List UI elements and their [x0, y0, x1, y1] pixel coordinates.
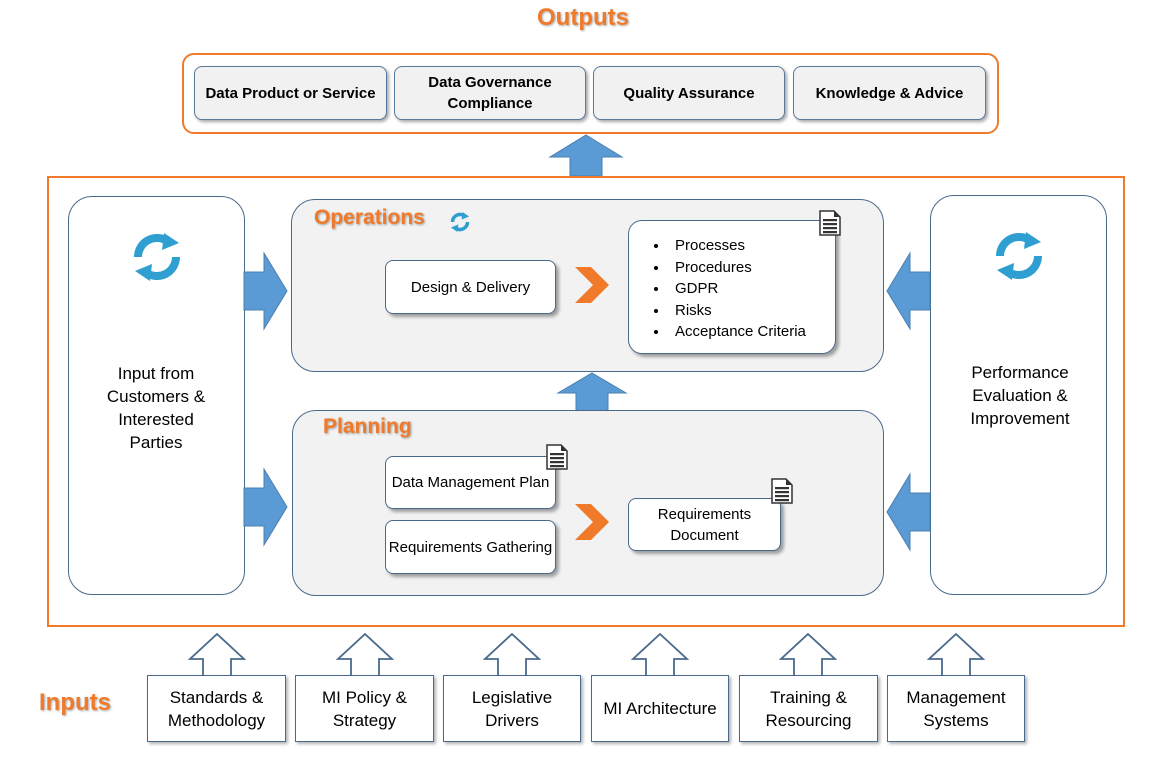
input-management-systems: Management Systems	[887, 675, 1025, 742]
document-icon	[771, 478, 793, 504]
outlined-arrow-up-icon	[926, 632, 986, 680]
input-standards-and-methodology: Standards & Methodology	[147, 675, 286, 742]
operations-title: Operations	[314, 206, 425, 229]
list-item: Risks	[669, 300, 827, 322]
output-knowledge-and-advice: Knowledge & Advice	[793, 66, 986, 120]
outlined-arrow-up-icon	[335, 632, 395, 680]
design-and-delivery-box: Design & Delivery	[385, 260, 556, 314]
planning-title: Planning	[323, 415, 412, 438]
arrow-up-icon	[548, 134, 624, 177]
cycle-icon	[134, 233, 180, 281]
cycle-icon	[450, 212, 470, 232]
arrow-up-icon	[556, 372, 628, 413]
outlined-arrow-up-icon	[630, 632, 690, 680]
document-icon	[819, 210, 841, 236]
requirements-document-box: Requirements Document	[628, 498, 781, 551]
outputs-title: Outputs	[537, 4, 629, 31]
operations-document-list: Processes Procedures GDPR Risks Acceptan…	[647, 235, 827, 343]
list-item: Processes	[669, 235, 827, 257]
data-management-plan-box: Data Management Plan	[385, 456, 556, 509]
output-data-governance-compliance: Data Governance Compliance	[394, 66, 586, 120]
input-mi-policy-and-strategy: MI Policy & Strategy	[295, 675, 434, 742]
list-item: GDPR	[669, 278, 827, 300]
performance-evaluation-label: Performance Evaluation & Improvement	[970, 363, 1070, 428]
list-item: Procedures	[669, 257, 827, 279]
arrow-left-icon	[886, 472, 931, 552]
operations-document-box: Processes Procedures GDPR Risks Acceptan…	[628, 220, 836, 354]
outlined-arrow-up-icon	[778, 632, 838, 680]
arrow-left-icon	[886, 251, 931, 331]
outlined-arrow-up-icon	[187, 632, 247, 680]
chevron-right-icon	[575, 504, 609, 540]
customer-input-label: Input from Customers & Interested Partie…	[106, 364, 206, 452]
cycle-icon	[996, 232, 1042, 280]
arrow-right-icon	[243, 467, 288, 547]
customer-input-panel	[68, 196, 245, 595]
performance-evaluation-panel	[930, 195, 1107, 595]
chevron-right-icon	[575, 267, 609, 303]
list-item: Acceptance Criteria	[669, 321, 827, 343]
output-quality-assurance: Quality Assurance	[593, 66, 785, 120]
arrow-right-icon	[243, 251, 288, 331]
document-icon	[546, 444, 568, 470]
outlined-arrow-up-icon	[482, 632, 542, 680]
inputs-title: Inputs	[39, 689, 111, 716]
output-data-product-or-service: Data Product or Service	[194, 66, 387, 120]
input-mi-architecture: MI Architecture	[591, 675, 729, 742]
input-legislative-drivers: Legislative Drivers	[443, 675, 581, 742]
requirements-gathering-box: Requirements Gathering	[385, 520, 556, 574]
input-training-and-resourcing: Training & Resourcing	[739, 675, 878, 742]
